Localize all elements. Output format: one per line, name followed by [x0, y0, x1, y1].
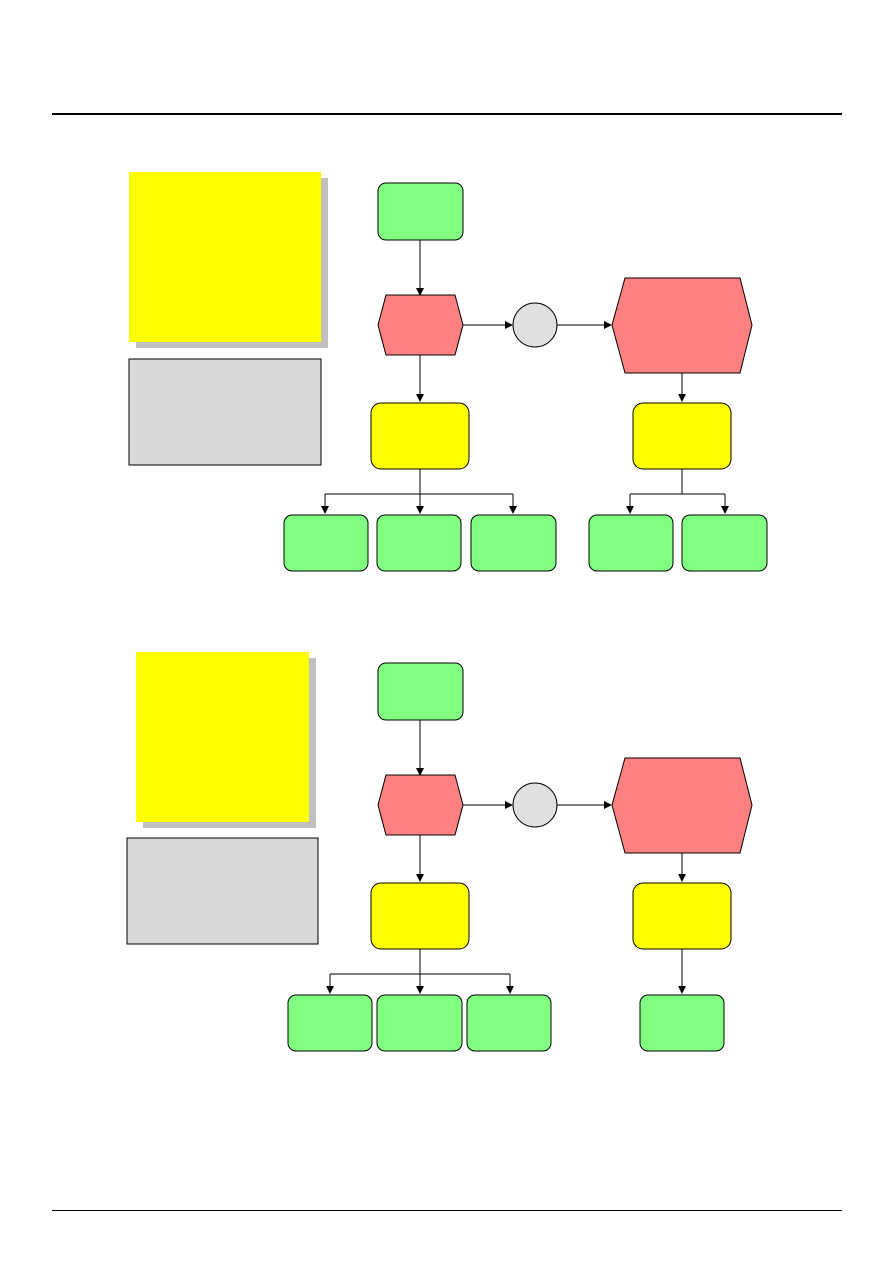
- start-event: [377, 182, 464, 241]
- function-box-left: [370, 882, 470, 950]
- output-event-b: [376, 994, 463, 1052]
- output-event-e: [681, 514, 768, 572]
- yellow-note: [136, 652, 309, 822]
- output-event-c: [466, 994, 552, 1052]
- process-diagram-1: [128, 172, 768, 572]
- yellow-note: [129, 172, 321, 342]
- function-box-left: [370, 402, 470, 470]
- right-process-step: [611, 277, 753, 374]
- output-event-a: [283, 514, 369, 572]
- function-box-right: [632, 402, 732, 470]
- connector-gate: [512, 782, 558, 828]
- footer-rule: [52, 1210, 842, 1211]
- connector-gate: [512, 302, 558, 348]
- output-event-d: [639, 994, 725, 1052]
- output-event-c: [470, 514, 557, 572]
- start-event: [377, 662, 464, 721]
- gray-note: [126, 837, 319, 945]
- process-step: [377, 294, 464, 356]
- gray-note: [128, 358, 322, 466]
- output-event-d: [588, 514, 674, 572]
- process-step: [377, 774, 464, 836]
- output-event-a: [287, 994, 373, 1052]
- header-rule: [52, 113, 842, 115]
- output-event-b: [376, 514, 462, 572]
- process-diagram-2: [126, 652, 753, 1052]
- right-process-step: [611, 757, 753, 854]
- function-box-right: [632, 882, 732, 950]
